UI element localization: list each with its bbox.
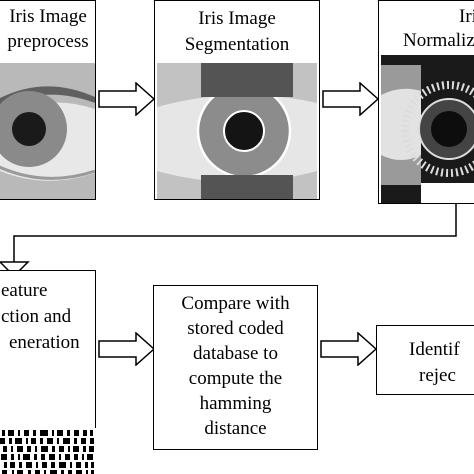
identify-text-line1: Identif [409, 339, 460, 360]
arrow-3 [98, 332, 156, 366]
compare-text-line3: database to [193, 343, 278, 364]
normalization-box: Iris Normaliz [378, 0, 474, 204]
identify-box: Identif rejec [376, 325, 474, 395]
preprocess-title-line2: preprocess [7, 31, 89, 52]
preprocess-eye-image [0, 63, 95, 199]
segmentation-box: Iris Image Segmentation [154, 0, 320, 200]
normalization-title-line2: Normaliz [403, 30, 474, 51]
compare-text-line2: stored coded [187, 318, 284, 339]
preprocess-title-line1: Iris Image [9, 6, 87, 27]
preprocess-box: Iris Image preprocess [0, 0, 96, 200]
normalization-eye-image [381, 55, 474, 203]
compare-text-line5: hamming [199, 393, 272, 414]
feature-box: eature ction and eneration [0, 270, 96, 450]
segmentation-title-line2: Segmentation [184, 34, 290, 55]
compare-text-line6: distance [204, 418, 267, 439]
normalization-title-line1: Iris [459, 6, 474, 27]
iris-code-barcode [0, 428, 96, 474]
feature-text-line3: eneration [9, 332, 80, 353]
identify-text-line2: rejec [419, 365, 456, 386]
arrow-4 [320, 332, 378, 366]
arrow-2 [322, 82, 380, 116]
feature-text-line2: ction and [1, 306, 72, 327]
compare-text-line4: compute the [188, 368, 283, 389]
arrow-1 [98, 82, 156, 116]
segmentation-title-line1: Iris Image [198, 8, 276, 29]
compare-box: Compare with stored coded database to co… [153, 285, 318, 450]
feature-text-line1: eature [1, 280, 48, 301]
compare-text-line1: Compare with [181, 293, 290, 314]
segmentation-eye-image [157, 63, 317, 199]
